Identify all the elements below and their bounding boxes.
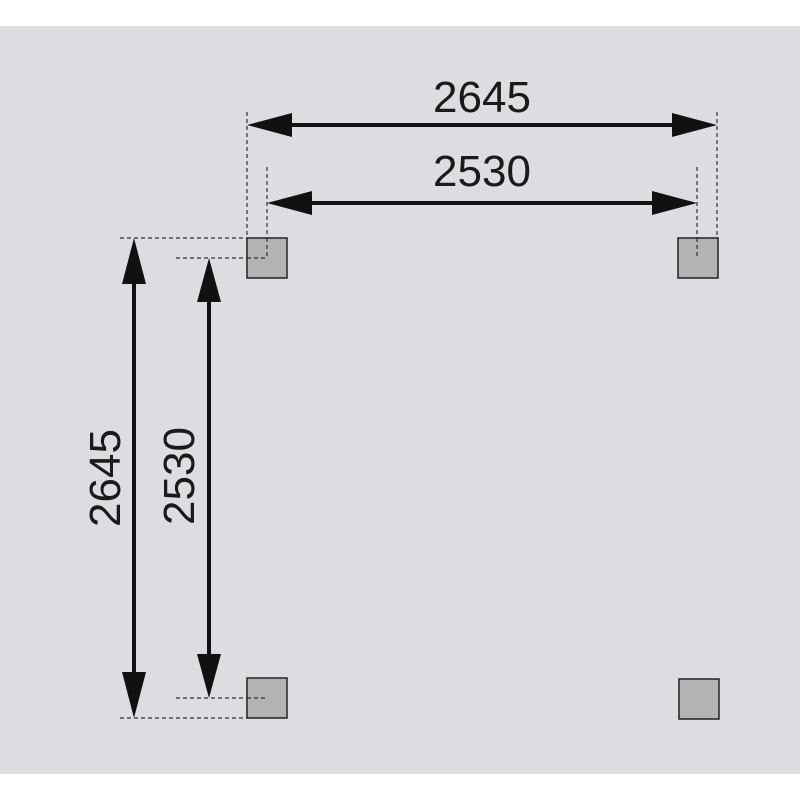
dimension-outer-width: 2645: [246, 73, 718, 240]
label-inner-depth: 2530: [155, 427, 204, 525]
label-inner-width: 2530: [433, 147, 531, 196]
post-bottom-right: [678, 678, 720, 720]
arrowhead-bottom: [122, 672, 146, 718]
dimension-inner-depth: 2530: [155, 257, 267, 699]
post-top-right: [677, 237, 719, 279]
post-bottom-left: [246, 677, 288, 719]
arrowhead-left: [247, 113, 292, 137]
arrowhead-right: [672, 113, 717, 137]
dimension-outer-depth: 2645: [81, 237, 247, 719]
arrowhead-top: [122, 238, 146, 284]
arrowhead-bottom: [197, 654, 221, 698]
arrowhead-right: [652, 191, 697, 215]
arrowhead-top: [197, 258, 221, 302]
post-top-left: [246, 237, 288, 279]
arrowhead-left: [267, 191, 312, 215]
dimension-inner-width: 2530: [266, 147, 698, 258]
label-outer-depth: 2645: [81, 429, 130, 527]
label-outer-width: 2645: [433, 73, 531, 122]
diagram-background: [0, 26, 800, 774]
